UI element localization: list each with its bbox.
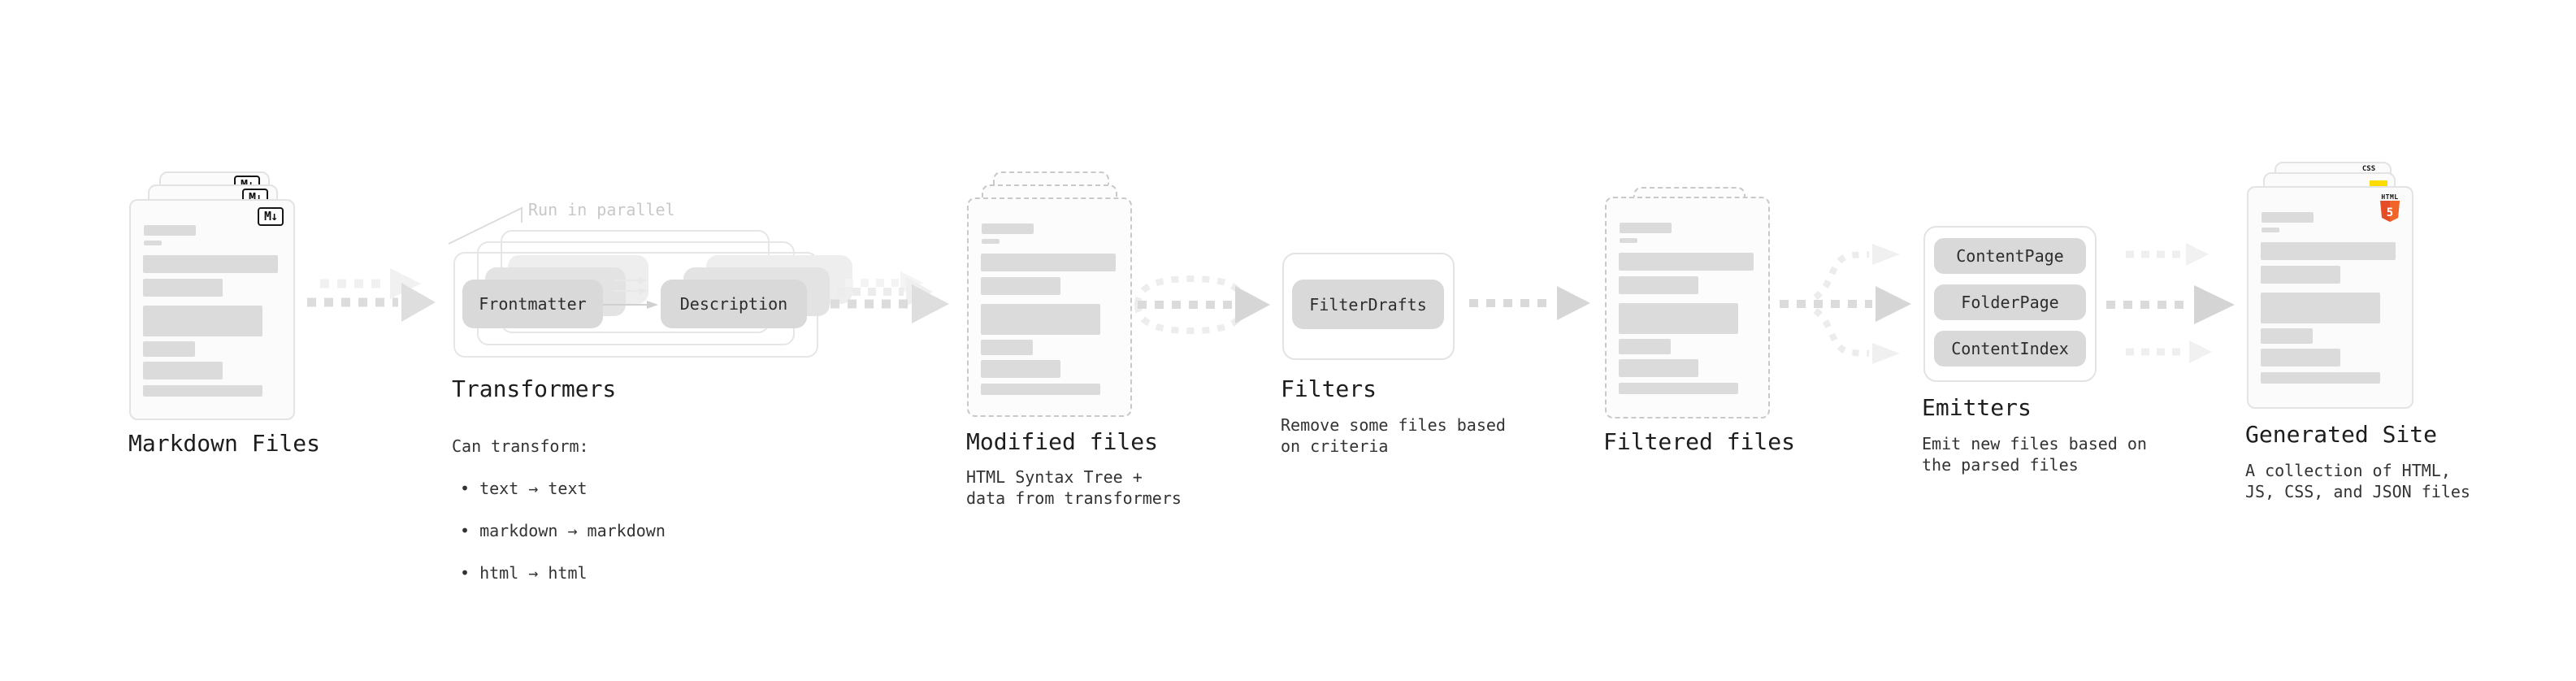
placeholder-bar: [982, 223, 1034, 234]
frontmatter-pill: Frontmatter: [462, 280, 603, 328]
contentindex-pill: ContentIndex: [1934, 331, 2086, 367]
transformers-description-heading: Can transform:: [452, 436, 589, 456]
placeholder-bar: [144, 225, 196, 236]
transformers-bullet: • text → text: [460, 479, 588, 498]
html5-shield: 5: [2380, 201, 2400, 222]
run-in-parallel-annotation: Run in parallel: [528, 200, 675, 219]
filters-description: Remove some files based on criteria: [1281, 415, 1506, 456]
placeholder-bar: [1619, 253, 1754, 271]
placeholder-bar: [981, 304, 1100, 335]
generated-html-file-card: HTML 5: [2247, 186, 2413, 409]
placeholder-bar: [981, 360, 1060, 378]
transformers-description: Can transform: • text → text • markdown …: [452, 414, 666, 605]
flow-arrow-markdown-to-transformers: [307, 268, 436, 322]
markdown-file-card: M↓: [129, 199, 295, 420]
placeholder-bar: [2261, 372, 2380, 384]
stage-title-modified-files: Modified files: [966, 428, 1159, 455]
placeholder-bar: [143, 279, 223, 297]
placeholder-bar: [2261, 293, 2380, 323]
filterdrafts-pill: FilterDrafts: [1292, 280, 1444, 329]
stage-title-filters: Filters: [1281, 375, 1377, 402]
doc-placeholder-lines: [1607, 198, 1768, 417]
doc-placeholder-lines: [131, 201, 293, 419]
placeholder-bar: [1619, 383, 1738, 394]
stage-title-generated-site: Generated Site: [2245, 421, 2438, 448]
placeholder-bar: [143, 255, 278, 273]
doc-placeholder-lines: [2249, 188, 2412, 407]
placeholder-bar: [143, 341, 195, 357]
placeholder-bar: [2261, 266, 2340, 284]
transformers-bullet: • markdown → markdown: [460, 521, 666, 540]
flow-arrow-filters-to-filtered: [1469, 286, 1590, 320]
modified-file-card: [967, 197, 1132, 417]
placeholder-bar: [1619, 359, 1698, 377]
placeholder-bar: [144, 241, 162, 245]
generated-site-description: A collection of HTML, JS, CSS, and JSON …: [2245, 461, 2470, 501]
placeholder-bar: [1620, 223, 1672, 233]
folderpage-pill: FolderPage: [1934, 284, 2086, 320]
placeholder-bar: [981, 277, 1060, 295]
placeholder-bar: [2262, 228, 2279, 232]
transformers-bullet: • html → html: [460, 563, 588, 583]
annotation-callout-line: [448, 206, 523, 245]
modified-files-description: HTML Syntax Tree + data from transformer…: [966, 467, 1182, 508]
stage-title-emitters: Emitters: [1922, 394, 2032, 421]
stage-title-transformers: Transformers: [452, 375, 617, 402]
placeholder-bar: [2261, 328, 2313, 344]
placeholder-bar: [1620, 238, 1637, 243]
placeholder-bar: [1619, 303, 1738, 334]
placeholder-bar: [143, 306, 262, 336]
contentpage-pill: ContentPage: [1934, 238, 2086, 274]
placeholder-bar: [1619, 339, 1671, 354]
stage-title-markdown-files: Markdown Files: [128, 430, 321, 457]
emitters-description: Emit new files based on the parsed files: [1922, 434, 2147, 475]
placeholder-bar: [2261, 349, 2340, 367]
description-pill: Description: [661, 280, 807, 328]
placeholder-bar: [2262, 212, 2314, 223]
html5-icon: HTML 5: [2379, 193, 2400, 225]
svg-text:5: 5: [2387, 206, 2393, 219]
placeholder-bar: [143, 385, 262, 397]
markdown-icon: M↓: [257, 207, 284, 226]
placeholder-bar: [981, 254, 1116, 271]
placeholder-bar: [143, 362, 223, 380]
flow-arrow-transformers-to-modified: [830, 271, 949, 323]
transformer-step-arrows: [603, 277, 658, 309]
flow-arrow-merge-to-filters: [1134, 275, 1270, 335]
placeholder-bar: [982, 239, 1000, 244]
flow-arrow-fork-to-emitters: [1780, 244, 1911, 364]
placeholder-bar: [981, 340, 1033, 355]
placeholder-bar: [1619, 276, 1698, 294]
filtered-file-card: [1605, 197, 1770, 419]
doc-placeholder-lines: [969, 199, 1130, 415]
stage-title-filtered-files: Filtered files: [1603, 428, 1796, 455]
flow-arrows-emitters-to-generated: [2106, 243, 2235, 363]
placeholder-bar: [981, 384, 1100, 395]
placeholder-bar: [2261, 242, 2396, 260]
